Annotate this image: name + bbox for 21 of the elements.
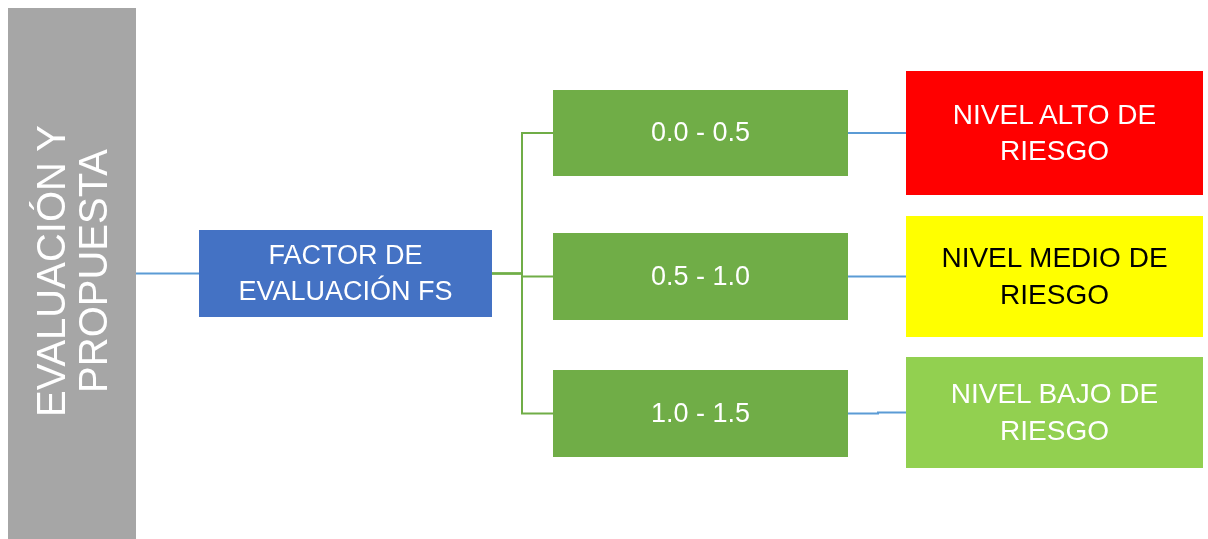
connector-line (847, 275, 907, 278)
connector-line (847, 132, 907, 134)
box-label: NIVEL MEDIO DE RIESGO (940, 241, 1169, 312)
range-box (553, 90, 848, 176)
risk-level-box (906, 71, 1203, 195)
box-label: NIVEL BAJO DE RIESGO (949, 377, 1160, 448)
title-band (8, 8, 136, 539)
box-label: NIVEL ALTO DE RIESGO (951, 97, 1158, 168)
box-label: 1.0 - 1.5 (649, 396, 752, 430)
connector-line (135, 272, 200, 275)
box-label: 0.5 - 1.0 (649, 259, 752, 293)
risk-level-box (906, 216, 1203, 337)
risk-level-box (906, 357, 1203, 468)
connector-line (491, 272, 554, 415)
range-box (553, 233, 848, 320)
box-label: FACTOR DE EVALUACIÓN FS (237, 239, 454, 308)
range-box (553, 370, 848, 457)
box-label: 0.0 - 0.5 (649, 116, 752, 150)
process-box (199, 230, 492, 317)
connector-line (847, 411, 907, 415)
band-title: EVALUACIÓN Y PROPUESTA (30, 123, 114, 419)
